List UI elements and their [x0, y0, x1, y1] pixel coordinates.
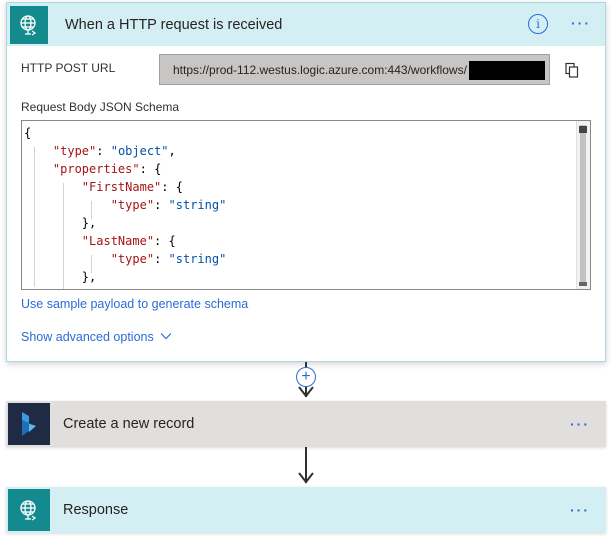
indent-guide	[63, 183, 64, 289]
indent-guide	[34, 147, 35, 287]
arrow-down-icon	[298, 472, 314, 484]
code-line: "LastName": {	[81, 234, 176, 248]
globe-request-icon	[10, 5, 48, 44]
redacted-block	[469, 61, 545, 80]
code-line: "properties": {	[52, 162, 162, 176]
code-line: "Phone": {	[24, 286, 154, 289]
trigger-more-options-icon[interactable]: ···	[571, 15, 591, 31]
advanced-options-label: Show advanced options	[21, 330, 154, 344]
http-post-url-field[interactable]: https://prod-112.westus.logic.azure.com:…	[159, 54, 550, 85]
arrow-down-icon	[298, 386, 314, 398]
scroll-marker	[579, 282, 587, 286]
copy-icon[interactable]	[564, 62, 580, 78]
editor-scrollbar[interactable]	[576, 121, 590, 289]
response-title: Response	[63, 502, 129, 518]
code-line: "type": "object",	[52, 144, 176, 158]
code-line: "FirstName": {	[81, 180, 183, 194]
show-advanced-options-link[interactable]: Show advanced options	[21, 330, 172, 344]
url-label: HTTP POST URL	[21, 61, 116, 75]
dynamics-icon	[8, 403, 50, 445]
http-trigger-card: When a HTTP request is received i ··· HT…	[6, 2, 606, 362]
indent-guide	[91, 255, 92, 273]
connector-line	[305, 447, 307, 483]
code-line: "type": "string"	[110, 198, 227, 212]
scroll-marker	[579, 126, 587, 133]
globe-request-icon	[8, 489, 50, 531]
create-record-more-options-icon[interactable]: ···	[570, 416, 590, 432]
chevron-down-icon	[160, 333, 172, 340]
schema-label: Request Body JSON Schema	[21, 100, 180, 114]
json-schema-editor[interactable]: { "type": "object", "properties": { "Fir…	[21, 120, 591, 290]
info-icon[interactable]: i	[528, 14, 548, 34]
code-line: {	[24, 126, 32, 140]
code-line: "type": "string"	[110, 252, 227, 266]
use-sample-payload-link[interactable]: Use sample payload to generate schema	[21, 297, 249, 311]
url-value: https://prod-112.westus.logic.azure.com:…	[173, 62, 467, 77]
add-step-button[interactable]: +	[296, 367, 316, 387]
scrollbar-thumb[interactable]	[580, 125, 586, 283]
code-line: },	[24, 270, 97, 284]
create-record-title: Create a new record	[63, 416, 195, 432]
create-record-action-card[interactable]: Create a new record ···	[6, 401, 606, 447]
code-line: },	[24, 216, 97, 230]
indent-guide	[91, 201, 92, 219]
trigger-header[interactable]: When a HTTP request is received i ···	[7, 3, 605, 46]
response-more-options-icon[interactable]: ···	[570, 502, 590, 518]
trigger-title: When a HTTP request is received	[65, 16, 283, 33]
response-action-card[interactable]: Response ···	[6, 487, 606, 533]
